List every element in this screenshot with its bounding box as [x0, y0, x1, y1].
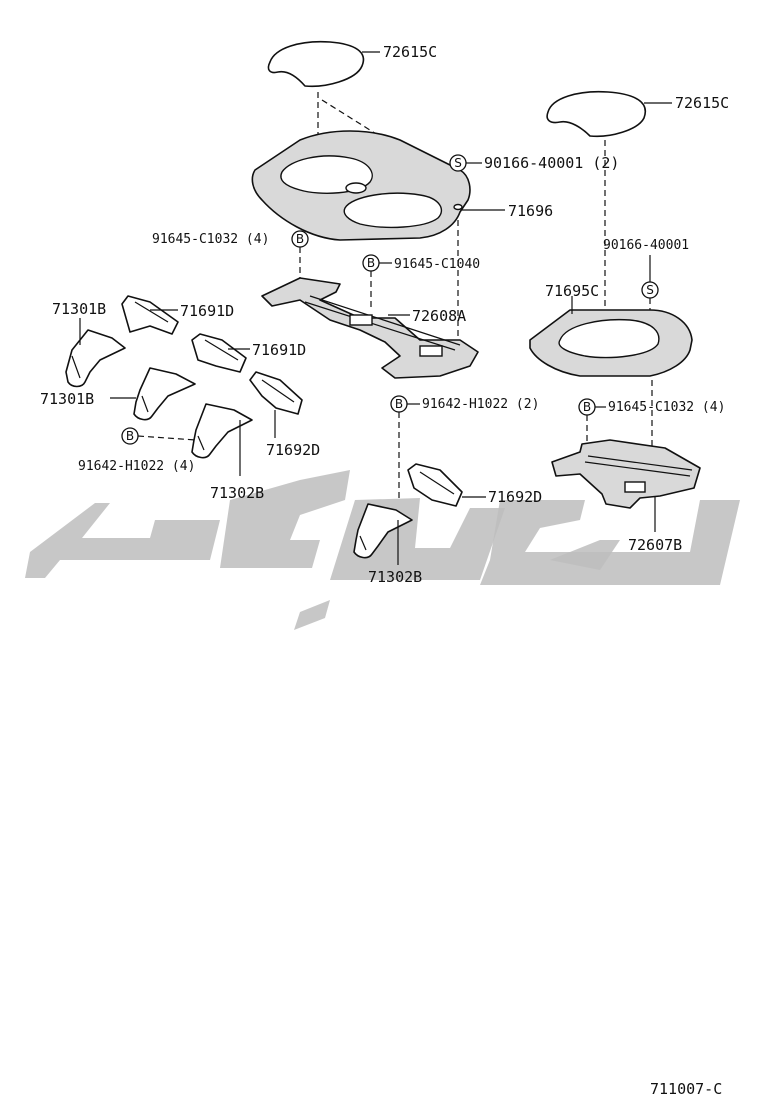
label-frame-left: 72608A	[412, 307, 466, 325]
label-bracket-d2: 71691D	[252, 341, 306, 359]
label-screw-right: 90166-40001	[603, 238, 689, 253]
bracket-71691d-upper	[121, 295, 179, 335]
svg-text:B: B	[296, 232, 304, 246]
svg-text:S: S	[646, 283, 654, 297]
diagram-code: 711007-C	[650, 1080, 722, 1098]
label-hinge-a1: 71301B	[52, 300, 106, 318]
screw-left-symbol: S	[449, 154, 467, 172]
bolt-center-symbol: B	[390, 395, 408, 413]
base-right	[529, 309, 693, 377]
label-bolt-right: 91645-C1032 (4)	[608, 400, 725, 415]
bolt-left-bottom-symbol: B	[121, 427, 139, 445]
svg-text:S: S	[454, 156, 462, 170]
bolt-top-left-symbol: B	[291, 230, 309, 248]
base-left	[251, 130, 471, 241]
label-bolt-mid: 91645-C1040	[394, 257, 480, 272]
label-bracket-92d-left: 71692D	[266, 441, 320, 459]
svg-text:B: B	[395, 397, 403, 411]
watermark-logo	[25, 470, 740, 630]
svg-text:B: B	[126, 429, 134, 443]
label-bolt-left-bottom: 91642-H1022 (4)	[78, 459, 195, 474]
hinge-71301b-upper	[65, 329, 126, 388]
label-bracket-d1: 71691D	[180, 302, 234, 320]
label-screw-left: 90166-40001 (2)	[484, 154, 619, 172]
label-base-right: 71695C	[545, 282, 599, 300]
label-bracket-92d-center: 71692D	[488, 488, 542, 506]
svg-text:B: B	[583, 400, 591, 414]
hinge-71302b-left	[191, 403, 253, 459]
label-frame-right: 72607B	[628, 536, 682, 554]
hinge-71302b-center	[353, 503, 413, 559]
label-hinge-302b-left: 71302B	[210, 484, 264, 502]
bracket-71691d-middle	[191, 333, 247, 373]
label-pad-right: 72615C	[675, 94, 729, 112]
screw-right-symbol: S	[641, 281, 659, 299]
pad-left	[267, 40, 365, 88]
frame-right	[551, 439, 701, 509]
label-bolt-top-left: 91645-C1032 (4)	[152, 232, 269, 247]
label-pad-left: 72615C	[383, 43, 437, 61]
label-bolt-center: 91642-H1022 (2)	[422, 397, 539, 412]
pad-right	[546, 90, 647, 138]
label-hinge-a2: 71301B	[40, 390, 94, 408]
bolt-right-symbol: B	[578, 398, 596, 416]
bolt-mid-symbol: B	[362, 254, 380, 272]
label-hinge-302b-center: 71302B	[368, 568, 422, 586]
hinge-71301b-lower	[133, 367, 196, 421]
svg-text:B: B	[367, 256, 375, 270]
bracket-71692d-center	[407, 463, 463, 507]
label-base-left: 71696	[508, 202, 553, 220]
bracket-71692d-left	[249, 371, 303, 415]
frame-left	[261, 277, 479, 379]
